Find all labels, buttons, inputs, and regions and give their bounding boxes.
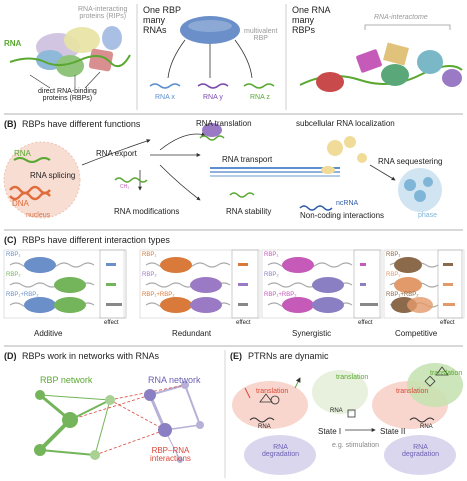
panel-b-stability: RNA stability: [226, 207, 272, 216]
panel-a-interactome-label: RNA-interactome: [374, 14, 428, 21]
panel-c-synergistic-rbp1: RBP₁: [264, 252, 279, 258]
panel-b-illustration: [3, 123, 442, 219]
panel-a-one-rbp-title: One RBP many RNAs: [143, 5, 182, 35]
panel-e-degradation-1: RNA degradation: [262, 444, 299, 458]
panel-c-effect-2: effect: [236, 320, 251, 326]
panel-c-redundant-rbp12: RBP₁+RBP₂: [142, 292, 175, 298]
panel-e-label: (E): [230, 351, 242, 361]
panel-e-state1: State I: [318, 427, 342, 436]
panel-b-label: (B): [4, 119, 17, 129]
panel-c-synergistic-rbp2: RBP₂: [264, 272, 279, 278]
panel-a-rna-x: RNA x: [155, 94, 175, 101]
panel-e-rna-3: RNA: [420, 424, 433, 430]
panel-c-effect-4: effect: [440, 320, 455, 326]
panel-c-additive-rbp1: RBP₁: [6, 252, 21, 258]
panel-b-ch3: CH₃: [120, 184, 130, 190]
panel-a-rna-label: RNA: [4, 39, 22, 48]
panel-b-sequestering: RNA sequestering: [378, 157, 443, 166]
panel-d-rbp-network: RBP network: [40, 375, 93, 385]
panel-c-additive-rbp12: RBP₁+RBP₂: [6, 292, 39, 298]
panel-b-dna: DNA: [12, 199, 29, 208]
panel-e-translation-4: translation: [430, 370, 463, 377]
panel-b-rna: RNA: [14, 149, 31, 158]
panel-a-rna-z: RNA z: [250, 94, 270, 101]
panel-d-interactions: RBP–RNA interactions: [150, 446, 191, 463]
panel-e-translation-1: translation: [256, 388, 289, 395]
panel-c-illustration: [3, 249, 465, 319]
panel-b-ncrna: ncRNA: [336, 200, 359, 207]
panel-c-effect-1: effect: [104, 320, 119, 326]
panel-b-splicing: RNA splicing: [30, 171, 76, 180]
panel-a-rbps-label: direct RNA-binding proteins (RBPs): [38, 88, 97, 102]
panel-c-type-competitive: Competitive: [395, 329, 438, 338]
panel-b-noncoding: Non-coding interactions: [300, 211, 385, 220]
panel-a-rips-label: RNA-interacting proteins (RIPs): [78, 6, 128, 20]
panel-e-rna-2: RNA: [330, 408, 343, 414]
panel-e-state2: State II: [380, 427, 406, 436]
panel-d-title: RBPs work in networks with RNAs: [22, 351, 160, 361]
panel-e-illustration: [232, 363, 463, 475]
panel-c-competitive-rbp1: RBP₁: [386, 252, 401, 258]
panel-e-stimulation: e.g. stimulation: [332, 442, 380, 449]
panel-a-one-rna-title: One RNA many RBPs: [292, 5, 331, 35]
panel-d-network: [34, 381, 204, 463]
panel-c-redundant-rbp2: RBP₂: [142, 272, 157, 278]
panel-a-rna-y: RNA y: [203, 94, 223, 101]
panel-c-redundant-rbp1: RBP₁: [142, 252, 157, 258]
panel-b-nucleus: nucleus: [26, 212, 51, 219]
panel-b-export: RNA export: [96, 149, 137, 158]
panel-e-translation-3: translation: [396, 388, 429, 395]
panel-e-rna-1: RNA: [258, 424, 271, 430]
panel-b-translation: RNA translation: [196, 119, 252, 128]
panel-b-localization: subcellular RNA localization: [296, 119, 395, 128]
panel-b-title: RBPs have different functions: [22, 119, 141, 129]
panel-b-phase: phase: [418, 212, 438, 219]
panel-c-competitive-rbp12: RBP₁+RBP₂: [386, 292, 419, 298]
panel-b-modifications: RNA modifications: [114, 207, 180, 216]
panel-c-type-additive: Additive: [34, 329, 63, 338]
panel-c-effect-3: effect: [358, 320, 373, 326]
panel-c-title: RBPs have different interaction types: [22, 235, 170, 245]
panel-c-type-redundant: Redundant: [172, 329, 212, 338]
panel-e-degradation-2: RNA degradation: [402, 444, 439, 458]
panel-c-additive-rbp2: RBP₂: [6, 272, 21, 278]
panel-a-proteins-illustration: [9, 26, 131, 89]
panel-a-multivalent-rbp: [149, 16, 275, 89]
panel-c-synergistic-rbp12: RBP₁+RBP₂: [264, 292, 297, 298]
panel-d-label: (D): [4, 351, 17, 361]
panel-a-interactome: [299, 24, 463, 92]
panel-e-translation-2: translation: [336, 374, 369, 381]
panel-a-multivalent-label: multivalent RBP: [244, 28, 278, 42]
panel-b-transport: RNA transport: [222, 155, 273, 164]
panel-c-label: (C): [4, 235, 17, 245]
panel-d-rna-network: RNA network: [148, 375, 201, 385]
panel-c-competitive-rbp2: RBP₂: [386, 272, 401, 278]
panel-e-title: PTRNs are dynamic: [248, 351, 329, 361]
panel-c-type-synergistic: Synergistic: [292, 329, 332, 338]
